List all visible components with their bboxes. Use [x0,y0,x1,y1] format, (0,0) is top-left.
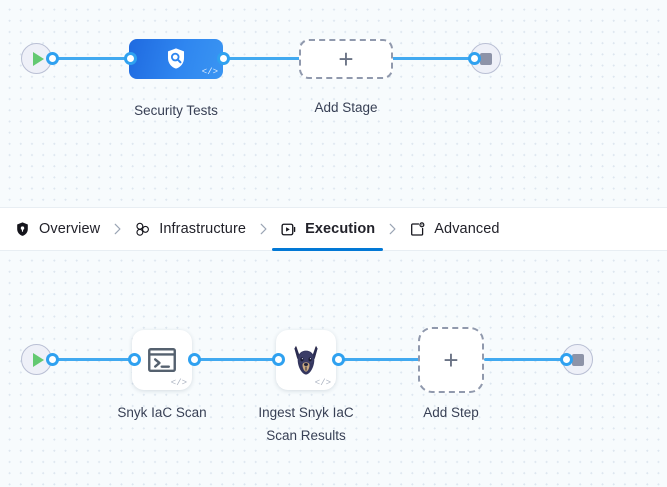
add-stage-label: Add Stage [314,100,378,115]
step-port-start[interactable] [46,353,59,366]
step-label-snyk-iac-scan: Snyk IaC Scan [117,405,207,420]
tab-advanced-label: Advanced [434,221,500,237]
step-port-out-1[interactable] [188,353,201,366]
tab-separator-2 [246,222,280,236]
add-step-label: Add Step [423,405,479,420]
code-glyph: </> [314,378,331,388]
step-label-ingest-snyk-results: Ingest Snyk IaC Scan Results [258,405,354,443]
plus-icon: + [338,44,354,74]
tab-separator-1 [100,222,134,236]
stage-canvas[interactable]: </> + Security Tests Add Stage [0,0,667,207]
step-connector-1 [44,358,138,361]
stage-port-start[interactable] [46,52,59,65]
document-gear-icon [411,221,425,236]
play-icon [32,51,44,66]
shield-magnifier-icon [167,48,185,69]
tab-infrastructure[interactable]: Infrastructure [134,207,246,251]
snyk-doberman-icon [294,345,318,375]
tab-overview[interactable]: Overview [14,207,100,251]
step-port-in-2[interactable] [272,353,285,366]
play-icon [32,352,44,367]
stage-connector-2 [212,57,312,60]
chevron-right-icon [389,223,396,235]
code-glyph: </> [170,378,187,388]
stage-port-out-1[interactable] [217,52,230,65]
shield-icon [17,221,28,236]
step-connector-4 [484,358,572,361]
play-box-icon [281,223,296,235]
stage-label-security-tests: Security Tests [134,103,218,118]
tab-separator-3 [375,222,409,236]
terminal-icon [148,348,176,372]
code-glyph: </> [201,67,218,77]
step-connector-2 [192,358,284,361]
stage-port-end[interactable] [468,52,481,65]
tab-execution[interactable]: Execution [272,207,384,251]
tab-overview-label: Overview [39,221,101,237]
stage-connector-3 [384,57,484,60]
pipeline-config-tabs[interactable]: Overview Infrastructure Execution [0,207,667,251]
tab-execution-label: Execution [305,221,376,237]
step-port-out-2[interactable] [332,353,345,366]
tab-infrastructure-label: Infrastructure [159,221,247,237]
tab-advanced[interactable]: Advanced [409,207,499,251]
stage-port-in-1[interactable] [124,52,137,65]
chevron-right-icon [114,223,121,235]
add-stage-button[interactable]: + [299,39,393,79]
step-port-in-1[interactable] [128,353,141,366]
step-port-end[interactable] [560,353,573,366]
plus-icon: + [443,345,459,375]
cluster-nodes-icon [136,222,150,236]
stage-node-security-tests[interactable]: </> [129,39,223,79]
step-connector-3 [336,358,420,361]
step-node-snyk-iac-scan[interactable]: </> [132,330,192,390]
step-canvas[interactable]: </> </> + [0,251,667,487]
stop-icon [479,52,492,65]
chevron-right-icon [260,223,267,235]
stage-connector-1 [44,57,142,60]
step-node-ingest-snyk-results[interactable]: </> [276,330,336,390]
stop-icon [571,353,584,366]
add-step-button[interactable]: + [418,327,484,393]
